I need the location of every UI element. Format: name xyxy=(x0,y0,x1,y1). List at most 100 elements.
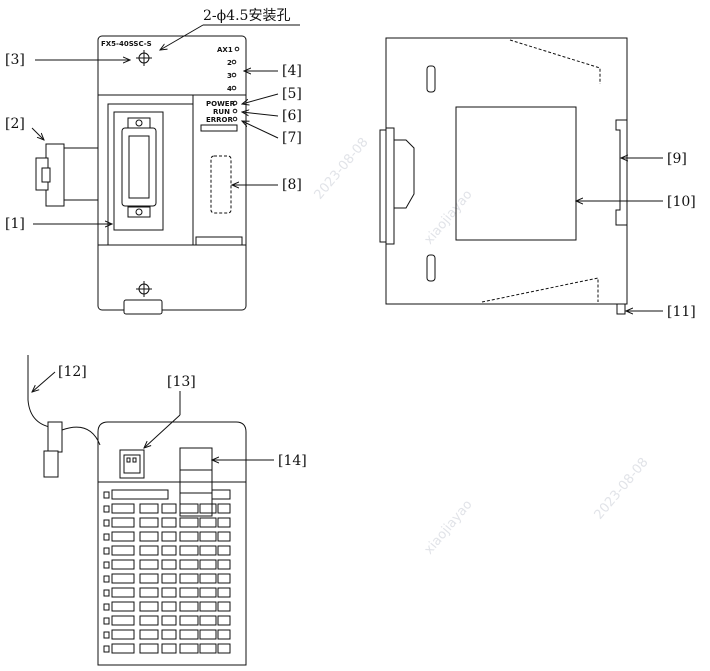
vent-slot xyxy=(217,503,231,514)
vent-slot xyxy=(139,573,159,584)
vent-slot xyxy=(179,503,199,514)
vent-slot xyxy=(111,531,135,542)
callout-3: [3] xyxy=(5,52,25,68)
din-rail-groove xyxy=(615,119,627,226)
vent-slot xyxy=(217,587,231,598)
vent-slot xyxy=(139,545,159,556)
vent-slot xyxy=(199,559,217,570)
vent-slot xyxy=(161,601,177,612)
power-led xyxy=(232,100,238,106)
vent-slot xyxy=(139,587,159,598)
vent-slot xyxy=(111,601,135,612)
vent-slot xyxy=(139,601,159,612)
vent-slot xyxy=(217,517,231,528)
vent-slot xyxy=(179,587,199,598)
led-ax3-label: 3 xyxy=(227,72,232,80)
led-ax2-label: 2 xyxy=(227,59,232,67)
model-label: FX5-40SSC-S xyxy=(101,40,152,48)
vent-slot xyxy=(179,531,199,542)
vent-slot xyxy=(199,531,217,542)
led-ax2 xyxy=(231,59,237,65)
vent-slot xyxy=(217,615,231,626)
vent-slot xyxy=(111,559,135,570)
vent-slot xyxy=(179,545,199,556)
bottom-housing xyxy=(97,421,247,666)
callout-12: [12] xyxy=(58,364,87,380)
vent-slot xyxy=(217,559,231,570)
vent-slot xyxy=(199,545,217,556)
side-connector xyxy=(35,143,99,207)
callout-1: [1] xyxy=(5,216,25,232)
vent-slot xyxy=(161,503,177,514)
callout-11: [11] xyxy=(667,304,696,320)
side-latch xyxy=(394,139,415,209)
vent-slot xyxy=(111,643,135,654)
din-hook xyxy=(123,299,163,315)
vent-slot xyxy=(111,545,135,556)
vent-slot xyxy=(139,503,159,514)
vent-tab xyxy=(103,519,110,527)
vent-slot xyxy=(179,573,199,584)
vent-slot xyxy=(199,573,217,584)
vent-slot-bottom xyxy=(426,254,436,282)
vent-slot xyxy=(199,629,217,640)
vent-slot xyxy=(211,489,231,500)
vent-tab xyxy=(103,617,110,625)
vent-slot xyxy=(179,601,199,612)
vent-grid xyxy=(103,489,231,654)
run-led-label: RUN xyxy=(213,108,230,116)
callout-6: [6] xyxy=(282,108,302,124)
vent-slot xyxy=(139,615,159,626)
vent-tab xyxy=(103,561,110,569)
vent-slot xyxy=(161,573,177,584)
callout-13: [13] xyxy=(167,374,196,390)
vent-tab xyxy=(103,533,110,541)
vent-slot xyxy=(199,615,217,626)
side-housing xyxy=(385,37,628,305)
vent-slot xyxy=(217,545,231,556)
vent-slot xyxy=(199,643,217,654)
axis-connector xyxy=(121,127,157,207)
watermark-text: 2023-08-08 xyxy=(312,135,372,203)
mounting-hole-top xyxy=(136,50,152,66)
vent-slot xyxy=(179,643,199,654)
watermark-group: 2023-08-08 xiaojiayao 2023-08-08 xiaojia… xyxy=(312,135,652,558)
vent-slot xyxy=(199,517,217,528)
vent-slot xyxy=(139,629,159,640)
vent-tab xyxy=(103,547,110,555)
run-led xyxy=(232,108,238,114)
vent-slot xyxy=(217,643,231,654)
vent-tab xyxy=(103,505,110,513)
vent-slot xyxy=(179,615,199,626)
vent-slot xyxy=(199,587,217,598)
vent-slot xyxy=(217,573,231,584)
vent-slot xyxy=(111,573,135,584)
vent-slot xyxy=(161,531,177,542)
callouts: 2-ϕ4.5安装孔 [3] [2] [1] [4] [5] [6] [7] [8… xyxy=(5,8,696,469)
vent-slot xyxy=(111,615,135,626)
vent-slot xyxy=(111,587,135,598)
vent-slot xyxy=(217,629,231,640)
power-connector xyxy=(119,449,145,479)
callout-7: [7] xyxy=(282,130,302,146)
vent-tab xyxy=(103,603,110,611)
vent-slot xyxy=(161,643,177,654)
callout-10: [10] xyxy=(667,194,696,210)
vent-slot-top xyxy=(426,65,436,93)
callout-9: [9] xyxy=(667,151,687,167)
callout-14: [14] xyxy=(278,453,307,469)
vent-slot xyxy=(139,517,159,528)
vent-slot xyxy=(161,517,177,528)
watermark-text: xiaojiayao xyxy=(422,187,476,247)
led-ax1 xyxy=(234,46,240,52)
vent-slot xyxy=(179,629,199,640)
vent-slot xyxy=(217,531,231,542)
error-led xyxy=(232,116,238,122)
front-housing xyxy=(97,35,247,311)
vent-tab xyxy=(103,589,110,597)
mounting-hole-bottom xyxy=(136,281,152,297)
vent-slot xyxy=(111,517,135,528)
error-led-label: ERROR xyxy=(206,116,234,124)
vent-slot xyxy=(111,489,169,500)
